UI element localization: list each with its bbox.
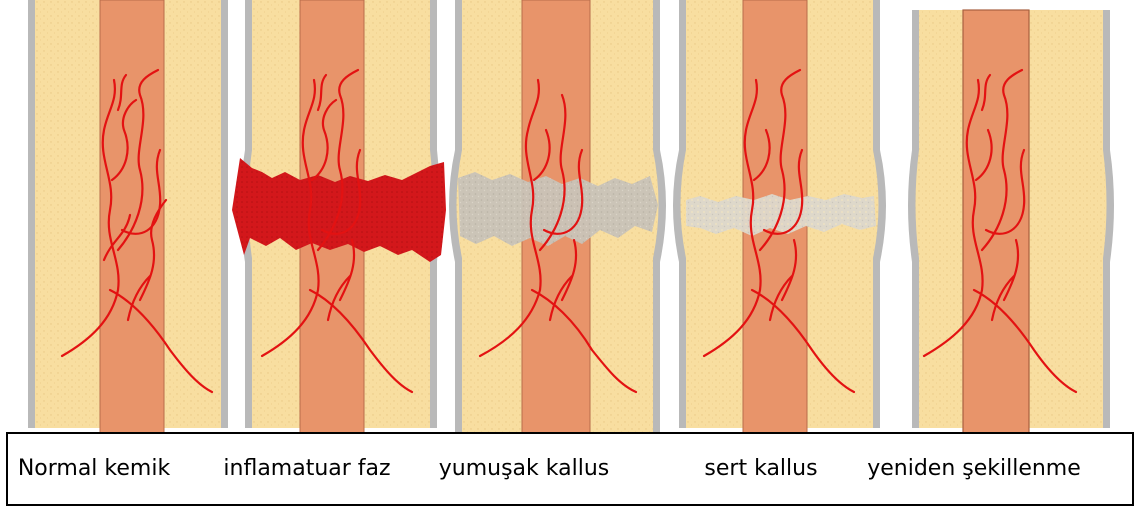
bone-hard-callus	[673, 0, 886, 434]
bone-inflammatory	[232, 0, 446, 434]
label-soft-callus: yumuşak kallus	[439, 456, 609, 481]
label-remodeling: yeniden şekillenme	[867, 456, 1081, 481]
label-hard-callus: sert kallus	[704, 456, 817, 481]
caption-box: Normal kemik inflamatuar faz yumuşak kal…	[6, 432, 1134, 506]
fracture-healing-diagram	[0, 0, 1144, 440]
bone-soft-callus	[449, 0, 666, 438]
label-normal-bone: Normal kemik	[18, 456, 170, 481]
bone-normal	[28, 0, 228, 434]
bone-remodeling	[908, 10, 1114, 436]
label-inflammatory-phase: inflamatuar faz	[223, 456, 390, 481]
